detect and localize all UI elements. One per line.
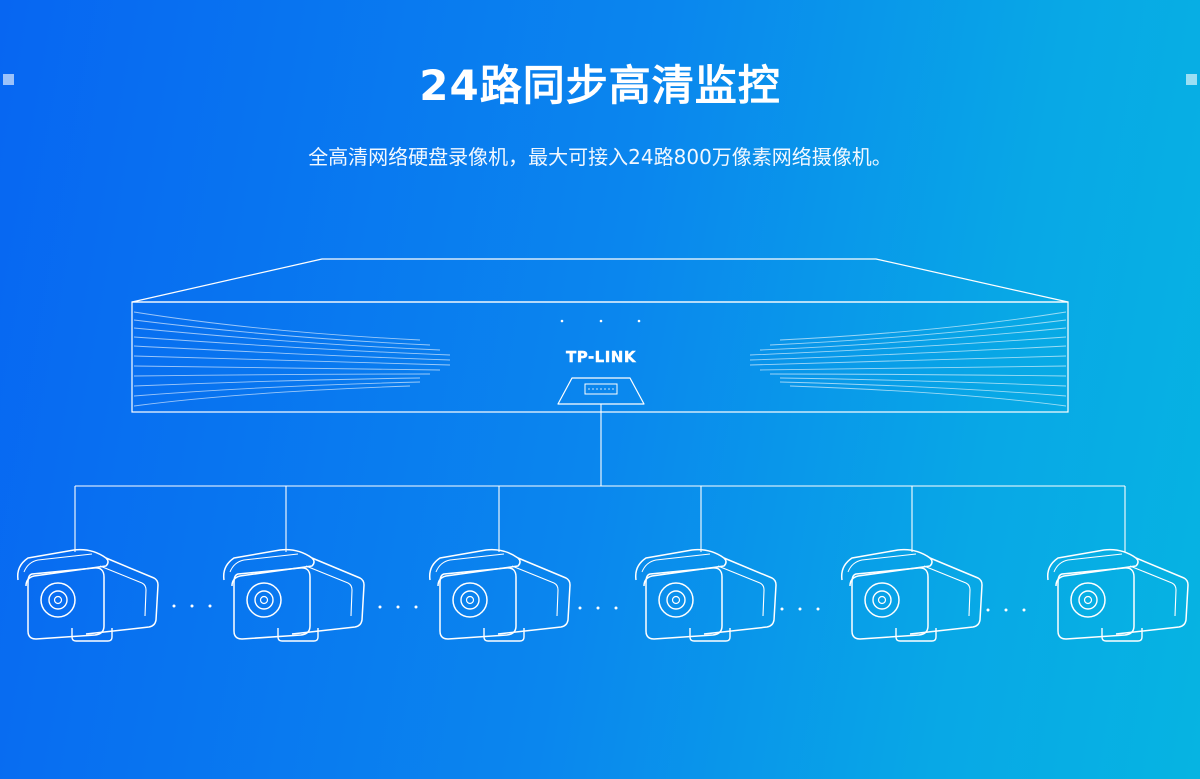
corner-marker-right	[1186, 74, 1197, 85]
bullet-camera-icon	[634, 548, 777, 642]
bullet-camera-icon	[428, 548, 571, 642]
bullet-camera-icon	[840, 548, 983, 642]
bullet-camera-icon	[1046, 548, 1189, 642]
bullet-camera-icon	[222, 548, 365, 642]
page-title: 24路同步高清监控	[419, 61, 781, 110]
corner-marker-left	[3, 74, 14, 85]
connection-lines	[74, 404, 1126, 552]
brand-logo: TP-LINK	[566, 348, 637, 366]
camera-separators	[172, 604, 1026, 612]
bullet-camera-icon	[16, 548, 159, 642]
usb-port-icon	[557, 377, 645, 405]
page-subtitle: 全高清网络硬盘录像机，最大可接入24路800万像素网络摄像机。	[308, 145, 892, 169]
